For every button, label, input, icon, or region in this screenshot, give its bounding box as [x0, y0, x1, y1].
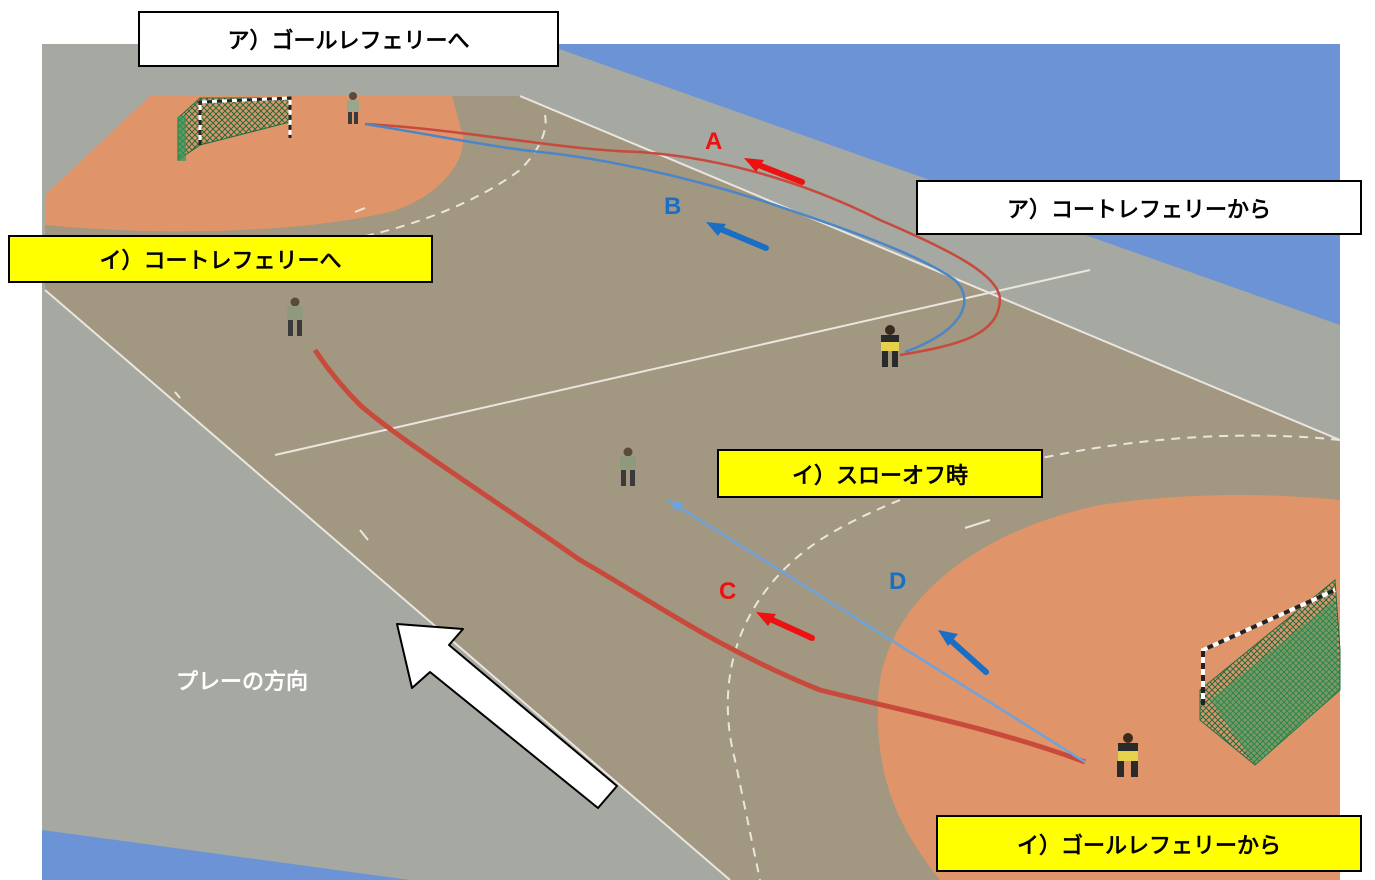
path-a-letter: A	[705, 128, 723, 155]
court-referee-from-a-label: ア）コートレフェリーから	[916, 180, 1362, 235]
referee-icon	[1117, 733, 1138, 777]
near-goal-area	[877, 495, 1340, 880]
goal-icon	[177, 96, 292, 161]
arrow-b-icon	[706, 222, 769, 251]
far-goal-area	[45, 96, 464, 232]
referee-icon	[620, 447, 636, 486]
referee-icon	[287, 297, 303, 336]
path-a-line	[364, 122, 1002, 357]
side-mark-2	[359, 529, 369, 541]
path-d-line	[667, 498, 1086, 764]
path-c-line	[312, 348, 1086, 765]
play-direction-label: プレーの方向	[176, 670, 309, 695]
goal-referee-from-i-label: イ）ゴールレフェリーから	[936, 815, 1362, 872]
arrow-a-icon	[744, 158, 805, 185]
arrow-c-icon	[756, 612, 815, 641]
near-free-throw-line	[726, 434, 1341, 880]
path-b-letter: B	[664, 193, 682, 220]
side-mark-1	[174, 391, 181, 399]
sideline-left	[44, 289, 731, 880]
court-referee-to-i-label: イ）コートレフェリーへ	[8, 235, 433, 283]
referee-icon	[881, 325, 899, 367]
path-d-arrowhead	[668, 500, 684, 512]
path-c-letter: C	[719, 578, 737, 605]
substitution-mark	[354, 207, 366, 213]
seven-meter-mark	[964, 519, 991, 529]
path-b-line	[364, 122, 966, 354]
center-line	[274, 269, 1091, 456]
referee-icon	[347, 92, 359, 124]
goal-icon	[1199, 579, 1341, 766]
arrow-d-icon	[938, 630, 989, 675]
goal-referee-to-a-label: ア）ゴールレフェリーへ	[138, 11, 559, 67]
direction-arrow-icon	[396, 623, 618, 809]
throw-off-label: イ）スローオフ時	[717, 449, 1043, 498]
path-d-letter: D	[889, 568, 907, 595]
